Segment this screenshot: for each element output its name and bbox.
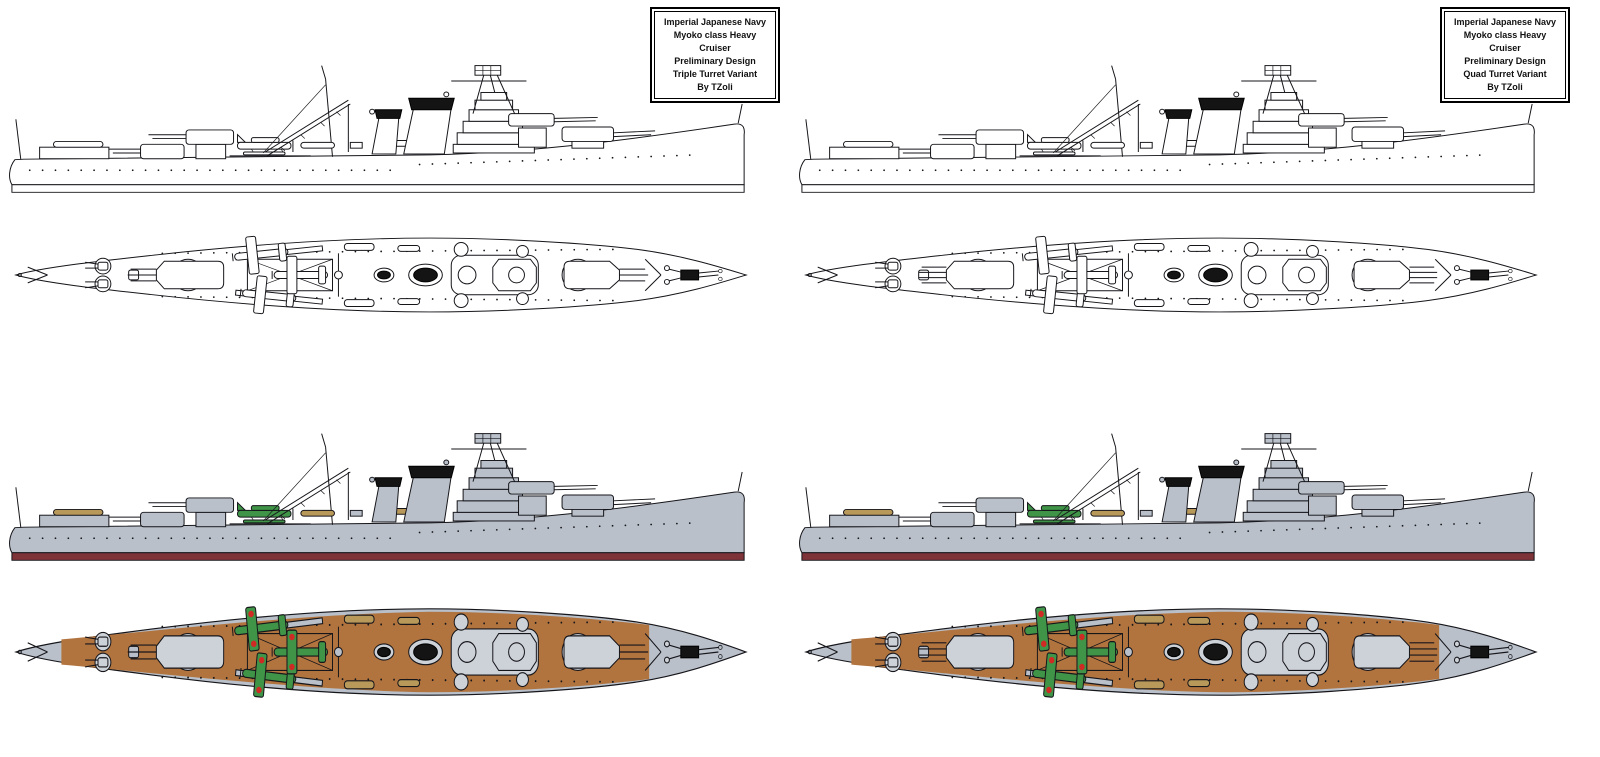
colored-side-profile <box>798 432 1536 562</box>
title-line-author: By TZoli <box>697 82 733 93</box>
title-line-variant: Quad Turret Variant <box>1463 69 1547 80</box>
lineart-side-profile <box>798 64 1536 194</box>
variant-panel-triple-turret: Imperial Japanese Navy Myoko class Heavy… <box>0 0 790 757</box>
title-line-design: Preliminary Design <box>1464 56 1546 67</box>
title-box: Imperial Japanese Navy Myoko class Heavy… <box>650 7 780 104</box>
lineart-side-profile <box>8 64 746 194</box>
lineart-plan-view <box>794 210 1546 340</box>
title-line-navy: Imperial Japanese Navy <box>663 17 767 27</box>
colored-plan-view <box>4 576 756 728</box>
lineart-plan-view <box>4 210 756 340</box>
title-line-design: Preliminary Design <box>674 56 756 67</box>
title-line-author: By TZoli <box>1487 82 1523 93</box>
variant-panel-quad-turret: Imperial Japanese Navy Myoko class Heavy… <box>790 0 1580 757</box>
title-line-class: Myoko class Heavy Cruiser <box>673 30 757 54</box>
title-box: Imperial Japanese Navy Myoko class Heavy… <box>1440 7 1570 104</box>
title-line-variant: Triple Turret Variant <box>672 69 758 80</box>
colored-plan-view <box>794 576 1546 728</box>
colored-side-profile <box>8 432 746 562</box>
title-line-navy: Imperial Japanese Navy <box>1453 17 1557 27</box>
title-box-inner: Imperial Japanese Navy Myoko class Heavy… <box>654 11 776 100</box>
title-box-inner: Imperial Japanese Navy Myoko class Heavy… <box>1444 11 1566 100</box>
title-line-class: Myoko class Heavy Cruiser <box>1463 30 1547 54</box>
